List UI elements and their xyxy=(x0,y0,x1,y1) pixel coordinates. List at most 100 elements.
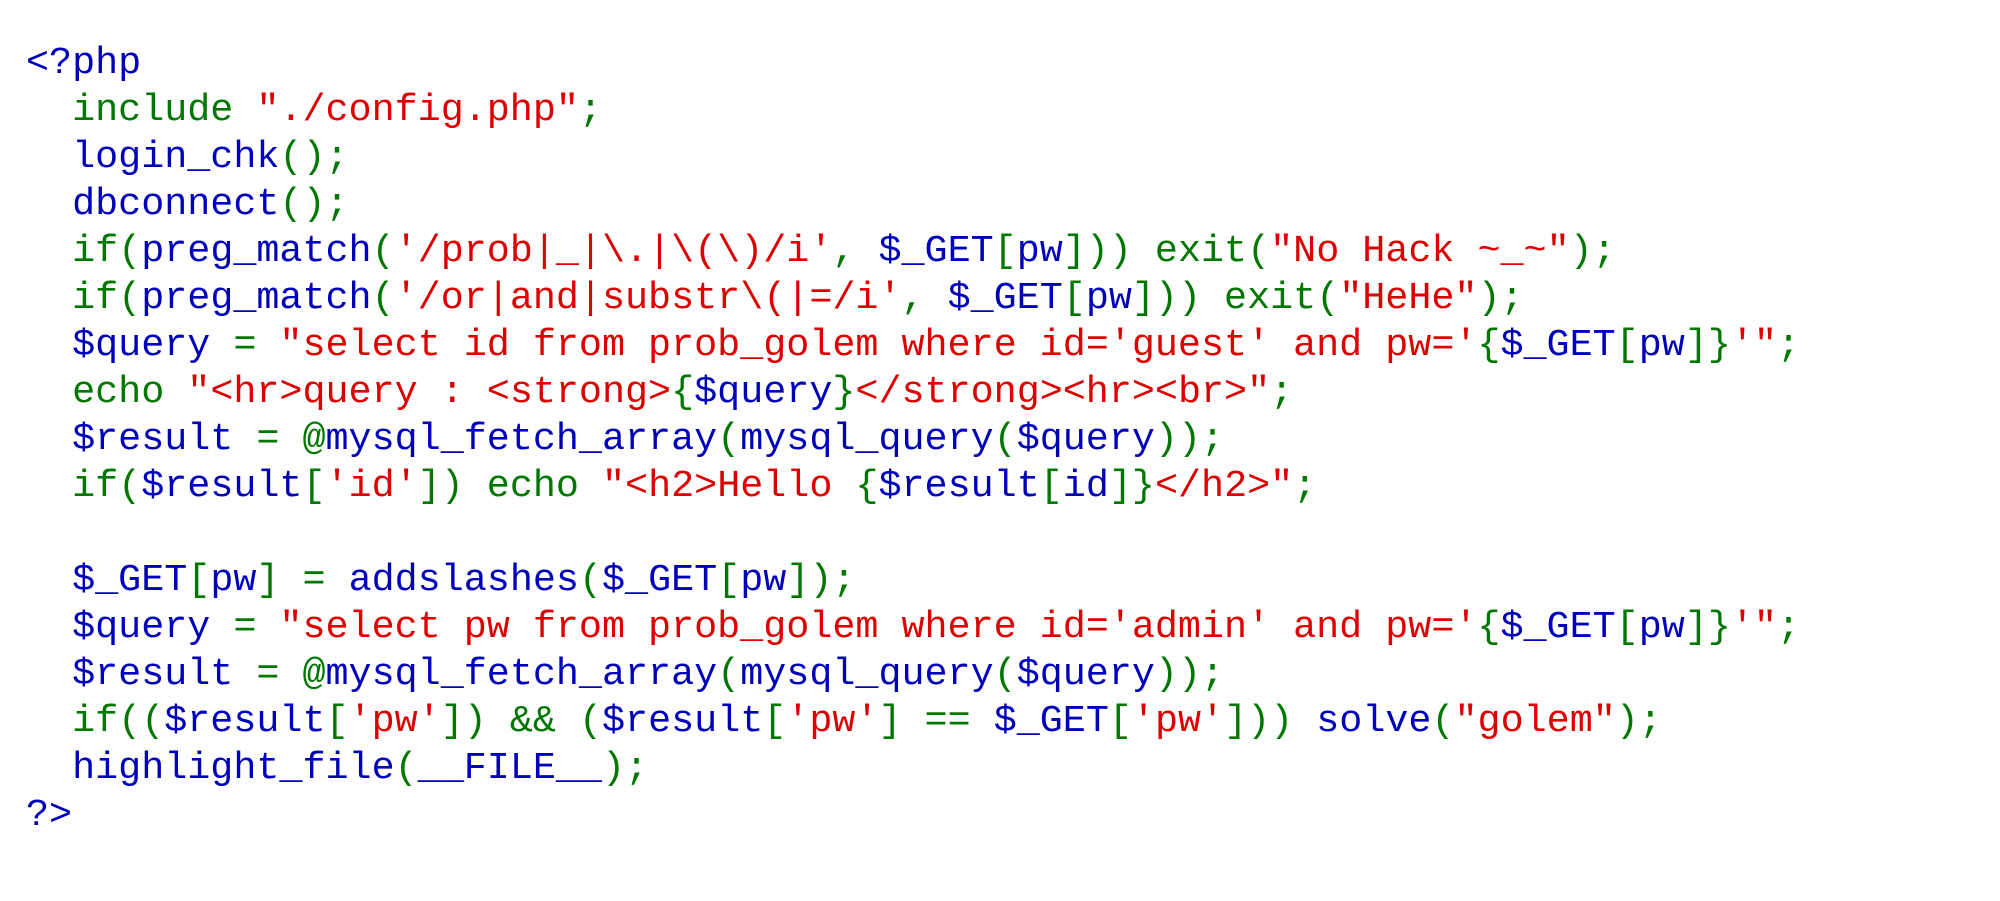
php-source-code: <?php include "./config.php"; login_chk(… xyxy=(26,40,1800,839)
code-token-keyword: { xyxy=(1477,323,1501,367)
code-token-string: </strong><hr><br>" xyxy=(855,370,1271,414)
code-token-keyword: [ xyxy=(1615,323,1639,367)
code-token-keyword: ])) xyxy=(1224,699,1317,743)
code-token-default: $result xyxy=(164,699,326,743)
code-token-keyword: [ xyxy=(1062,276,1086,320)
code-line: include "./config.php"; xyxy=(26,87,1800,134)
code-token-default: mysql_query xyxy=(740,652,994,696)
code-token-keyword: } xyxy=(832,370,856,414)
code-token-keyword: [ xyxy=(1108,699,1132,743)
code-token-string: "golem" xyxy=(1454,699,1616,743)
code-token-keyword: ])) exit( xyxy=(1062,229,1271,273)
code-token-default: $_GET xyxy=(26,558,188,602)
code-token-keyword: ( xyxy=(717,652,741,696)
code-token-keyword: = xyxy=(233,605,280,649)
code-token-string: "select pw from prob_golem where id='adm… xyxy=(279,605,1478,649)
code-token-default: addslashes xyxy=(348,558,579,602)
code-token-keyword: ; xyxy=(1776,605,1800,649)
code-token-keyword: = @ xyxy=(256,652,326,696)
code-token-keyword: ; xyxy=(578,88,602,132)
code-token-string: "select id from prob_golem where id='gue… xyxy=(279,323,1478,367)
code-token-default: __FILE__ xyxy=(417,746,602,790)
code-token-default: $query xyxy=(1016,652,1155,696)
code-token-default: $_GET xyxy=(602,558,718,602)
code-token-keyword: ); xyxy=(1615,699,1662,743)
code-token-keyword: { xyxy=(1477,605,1501,649)
code-token-string: 'pw' xyxy=(786,699,879,743)
code-token-default: dbconnect xyxy=(26,182,280,226)
code-token-keyword: ]} xyxy=(1684,605,1731,649)
code-token-keyword: [ xyxy=(763,699,787,743)
code-line: $result = @mysql_fetch_array(mysql_query… xyxy=(26,651,1800,698)
code-line: if(($result['pw']) && ($result['pw'] == … xyxy=(26,698,1800,745)
code-token-keyword: ] == xyxy=(878,699,994,743)
code-token-keyword: if( xyxy=(26,229,142,273)
code-token-keyword: ]} xyxy=(1108,464,1155,508)
code-token-keyword: ; xyxy=(1776,323,1800,367)
code-token-default: mysql_query xyxy=(740,417,994,461)
code-token-string: </h2>" xyxy=(1154,464,1294,508)
code-token-default: pw xyxy=(210,558,257,602)
code-token-default: $_GET xyxy=(1500,605,1616,649)
code-token-default: $result xyxy=(878,464,1040,508)
code-token-keyword: = @ xyxy=(256,417,326,461)
code-token-default: preg_match xyxy=(141,229,372,273)
code-token-keyword: ); xyxy=(1477,276,1524,320)
code-token-string: "<h2>Hello xyxy=(602,464,856,508)
code-token-default: $result xyxy=(141,464,303,508)
code-token-default: $query xyxy=(26,323,234,367)
code-line: if(preg_match('/prob|_|\.|\(\)/i', $_GET… xyxy=(26,228,1800,275)
code-token-string: "<hr>query : <strong> xyxy=(187,370,672,414)
code-token-default: solve xyxy=(1316,699,1432,743)
code-token-keyword: [ xyxy=(325,699,349,743)
code-token-keyword: [ xyxy=(1039,464,1063,508)
code-token-keyword: ( xyxy=(394,746,418,790)
code-token-default: login_chk xyxy=(26,135,280,179)
code-token-string: '" xyxy=(1730,323,1777,367)
code-token-keyword: { xyxy=(855,464,879,508)
code-token-default: mysql_fetch_array xyxy=(325,417,718,461)
code-token-keyword: [ xyxy=(1615,605,1639,649)
code-token-default: $result xyxy=(602,699,764,743)
code-token-default: $_GET xyxy=(993,699,1109,743)
code-token-keyword: ] = xyxy=(256,558,349,602)
code-line: if(preg_match('/or|and|substr\(|=/i', $_… xyxy=(26,275,1800,322)
code-line: <?php xyxy=(26,40,1800,87)
code-token-string: "HeHe" xyxy=(1339,276,1478,320)
code-token-default: pw xyxy=(1638,323,1685,367)
code-line: $result = @mysql_fetch_array(mysql_query… xyxy=(26,416,1800,463)
code-token-keyword: ]) && ( xyxy=(440,699,602,743)
code-token-keyword: [ xyxy=(717,558,741,602)
code-token-keyword: ); xyxy=(1569,229,1616,273)
code-token-keyword: , xyxy=(832,229,879,273)
code-token-default: $query xyxy=(694,370,833,414)
code-token-keyword: ( xyxy=(993,652,1017,696)
code-token-string: 'pw' xyxy=(1131,699,1225,743)
code-token-default: <?php xyxy=(26,41,142,85)
code-token-string: 'id' xyxy=(325,464,418,508)
code-token-keyword: ( xyxy=(1431,699,1455,743)
code-token-keyword: )); xyxy=(1154,417,1225,461)
code-token-keyword: if( xyxy=(26,276,142,320)
code-line: $query = "select id from prob_golem wher… xyxy=(26,322,1800,369)
code-token-keyword: ( xyxy=(717,417,741,461)
code-token-keyword: ]) echo xyxy=(417,464,602,508)
code-token-keyword: ; xyxy=(1270,370,1294,414)
code-token-keyword: if( xyxy=(26,464,142,508)
code-token-keyword: if(( xyxy=(26,699,165,743)
code-line: highlight_file(__FILE__); xyxy=(26,745,1800,792)
code-token-keyword: ( xyxy=(371,229,395,273)
code-token-default: preg_match xyxy=(141,276,372,320)
code-token-default: ?> xyxy=(26,793,73,837)
code-token-keyword: , xyxy=(901,276,948,320)
code-line: echo "<hr>query : <strong>{$query}</stro… xyxy=(26,369,1800,416)
code-line: login_chk(); xyxy=(26,134,1800,181)
code-token-string: "./config.php" xyxy=(256,88,579,132)
code-token-keyword: (); xyxy=(279,135,349,179)
code-token-string: "No Hack ~_~" xyxy=(1270,229,1570,273)
code-token-default: $result xyxy=(26,417,257,461)
code-token-keyword: [ xyxy=(187,558,211,602)
code-line: ?> xyxy=(26,792,1800,839)
code-token-string: '/or|and|substr\(|=/i' xyxy=(394,276,902,320)
code-token-default: $_GET xyxy=(1500,323,1616,367)
